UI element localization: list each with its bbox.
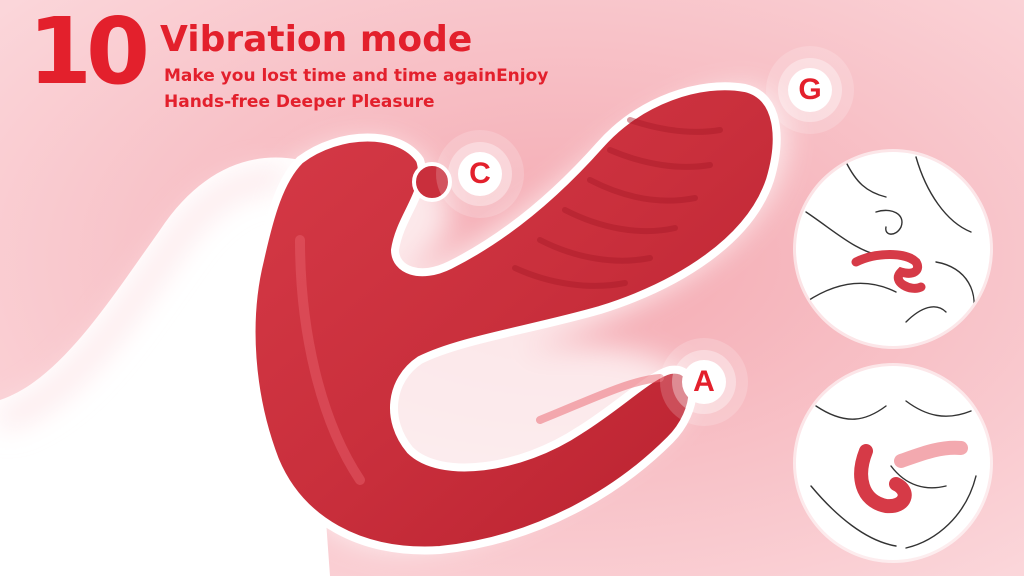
g-spot-marker: G bbox=[788, 68, 832, 112]
headline: 10 Vibration mode Make you lost time and… bbox=[28, 6, 648, 122]
usage-line-drawing-icon bbox=[810, 400, 977, 549]
usage-illustration-2 bbox=[796, 366, 990, 560]
g-marker-label: G bbox=[798, 73, 822, 106]
clitoral-marker: C bbox=[458, 152, 502, 196]
headline-subtitle-line2: Hands-free Deeper Pleasure bbox=[164, 92, 435, 112]
usage-line-drawing-icon bbox=[805, 156, 975, 323]
mode-count: 10 bbox=[28, 0, 150, 105]
anal-marker: A bbox=[682, 360, 726, 404]
product-body bbox=[247, 82, 781, 555]
a-marker-label: A bbox=[693, 365, 715, 398]
headline-title: Vibration mode bbox=[160, 19, 473, 60]
usage-illustration-1 bbox=[796, 152, 990, 346]
headline-subtitle-line1: Make you lost time and time againEnjoy bbox=[164, 66, 549, 86]
c-marker-label: C bbox=[469, 157, 491, 190]
